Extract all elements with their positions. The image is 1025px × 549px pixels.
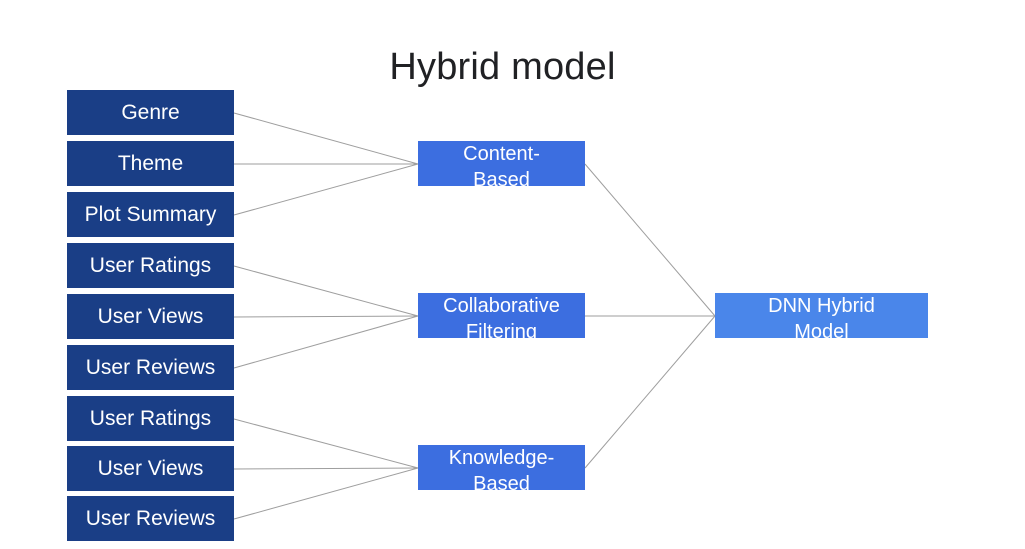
- connector-input-8: [233, 467, 419, 470]
- connector-input-5: [233, 315, 419, 318]
- input-theme: Theme: [67, 141, 234, 186]
- input-genre: Genre: [67, 90, 234, 135]
- diagram-title: Hybrid model: [389, 46, 616, 88]
- input-user-views-2: User Views: [67, 446, 234, 491]
- connector-input-6: [233, 315, 419, 369]
- connector-input-7: [233, 418, 419, 469]
- model-knowledge-based: Knowledge- Based: [418, 445, 585, 490]
- model-dnn-hybrid: DNN Hybrid Model: [715, 293, 928, 338]
- connector-input-1: [233, 112, 419, 165]
- input-user-reviews-2: User Reviews: [67, 496, 234, 541]
- connector-input-9: [233, 467, 419, 520]
- model-collaborative-filtering: Collaborative Filtering: [418, 293, 585, 338]
- input-user-ratings-2: User Ratings: [67, 396, 234, 441]
- connector-input-4: [233, 265, 419, 317]
- input-user-reviews: User Reviews: [67, 345, 234, 390]
- connector-content-to-dnn: [584, 163, 716, 317]
- input-plot-summary: Plot Summary: [67, 192, 234, 237]
- model-content-based: Content- Based: [418, 141, 585, 186]
- connector-knowledge-to-dnn: [584, 315, 716, 469]
- input-user-ratings: User Ratings: [67, 243, 234, 288]
- connector-input-3: [233, 163, 419, 216]
- input-user-views: User Views: [67, 294, 234, 339]
